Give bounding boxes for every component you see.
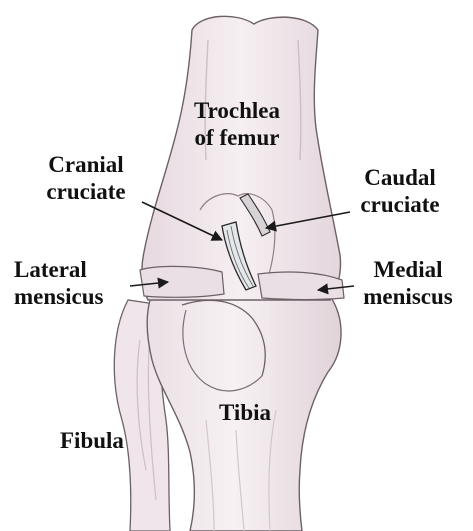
medial-meniscus-shape [258, 272, 344, 300]
caudal-cruciate-label-line-2: cruciate [340, 191, 460, 218]
trochlea-label-line-2: of femur [182, 124, 292, 151]
caudal-cruciate-label: Caudal cruciate [340, 164, 460, 218]
cranial-cruciate-label-line-2: cruciate [26, 178, 146, 205]
fibula-label-text: Fibula [60, 427, 124, 454]
tibia-label-text: Tibia [219, 399, 271, 426]
lateral-meniscus-shape [140, 266, 224, 297]
medial-meniscus-label-line-2: meniscus [348, 283, 468, 310]
fibula-label: Fibula [60, 427, 124, 454]
lateral-meniscus-label-line-2: mensicus [14, 283, 144, 310]
caudal-cruciate-label-line-1: Caudal [340, 164, 460, 191]
lateral-meniscus-label: Lateral mensicus [14, 256, 144, 310]
tibia-label: Tibia [219, 399, 271, 426]
trochlea-label-line-1: Trochlea [182, 97, 292, 124]
trochlea-of-femur-label: Trochlea of femur [182, 97, 292, 151]
cranial-cruciate-label-line-1: Cranial [26, 151, 146, 178]
medial-meniscus-label-line-1: Medial [348, 256, 468, 283]
lateral-meniscus-label-line-1: Lateral [14, 256, 144, 283]
cranial-cruciate-label: Cranial cruciate [26, 151, 146, 205]
medial-meniscus-label: Medial meniscus [348, 256, 468, 310]
